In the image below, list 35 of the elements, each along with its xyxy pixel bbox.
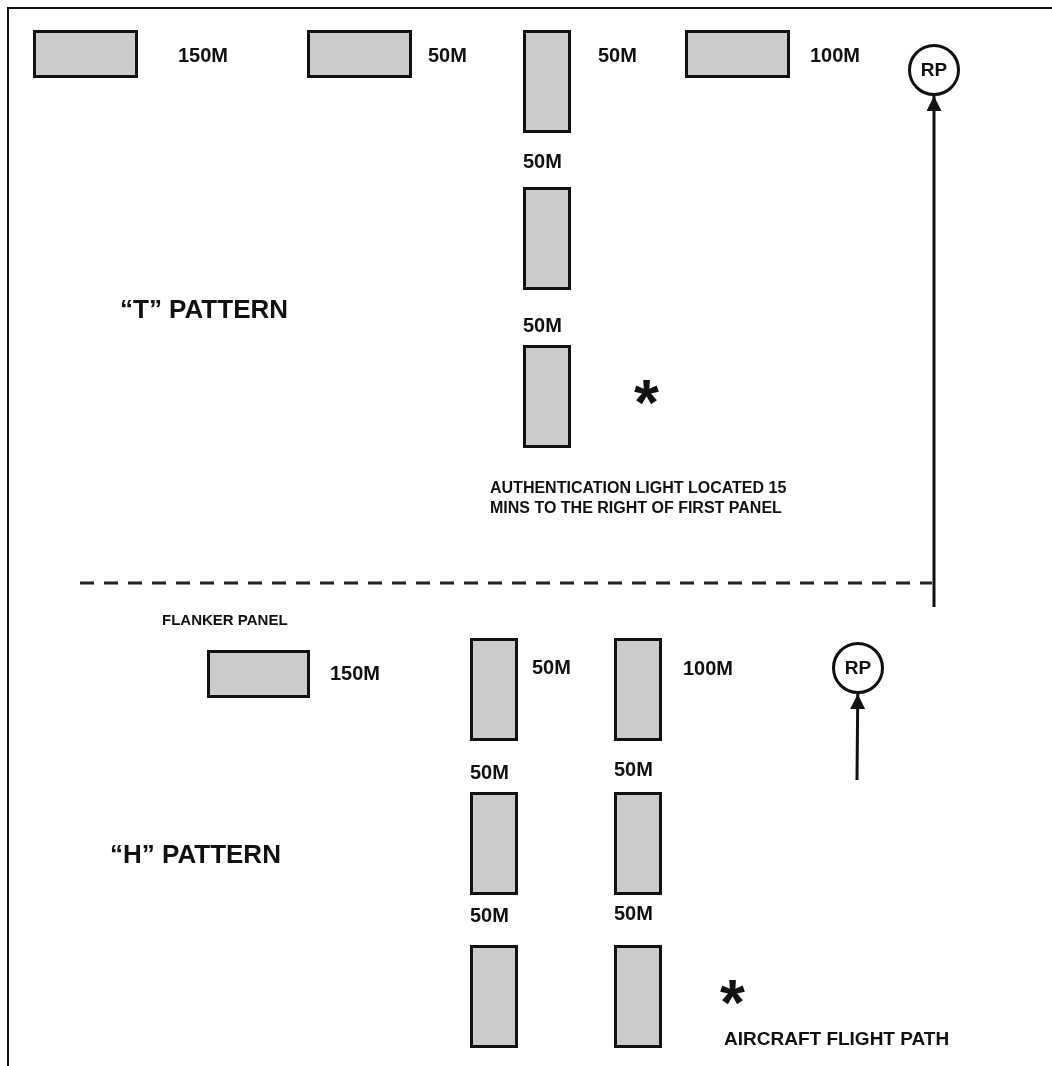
signal-panel <box>523 30 571 133</box>
signal-panel <box>470 945 518 1048</box>
rp-circle: RP <box>832 642 884 694</box>
signal-panel <box>614 638 662 741</box>
panel-label: FLANKER PANEL <box>162 611 288 629</box>
signal-panel <box>207 650 310 698</box>
asterisk-mark: * <box>634 375 659 433</box>
signal-panel <box>614 792 662 895</box>
distance-label: 150M <box>330 661 381 685</box>
signal-panel <box>523 345 571 448</box>
signal-panel <box>685 30 790 78</box>
signal-panel <box>33 30 138 78</box>
distance-label: 50M <box>428 43 467 67</box>
pattern-title: “H” PATTERN <box>110 839 281 871</box>
distance-label: 150M <box>178 43 229 67</box>
pattern-title: “T” PATTERN <box>120 294 289 326</box>
signal-panel <box>307 30 412 78</box>
flight-path-arrow <box>926 96 942 607</box>
distance-label: 50M <box>614 757 653 781</box>
distance-label: 50M <box>523 149 562 173</box>
distance-label: 50M <box>523 313 562 337</box>
distance-label: 50M <box>470 760 509 784</box>
distance-label: 50M <box>532 655 571 679</box>
note-text: AUTHENTICATION LIGHT LOCATED 15 MINS TO THE RIGHT OF FIRST PANEL <box>490 478 788 518</box>
distance-label: 50M <box>470 903 509 927</box>
signal-panel <box>470 638 518 741</box>
flight-path-arrow <box>850 694 866 780</box>
signal-panel <box>614 945 662 1048</box>
rp-circle: RP <box>908 44 960 96</box>
signal-panel <box>470 792 518 895</box>
distance-label: 100M <box>810 43 861 67</box>
signal-panel <box>523 187 571 290</box>
distance-label: 50M <box>598 43 637 67</box>
distance-label: 100M <box>683 656 734 680</box>
distance-label: 50M <box>614 901 653 925</box>
